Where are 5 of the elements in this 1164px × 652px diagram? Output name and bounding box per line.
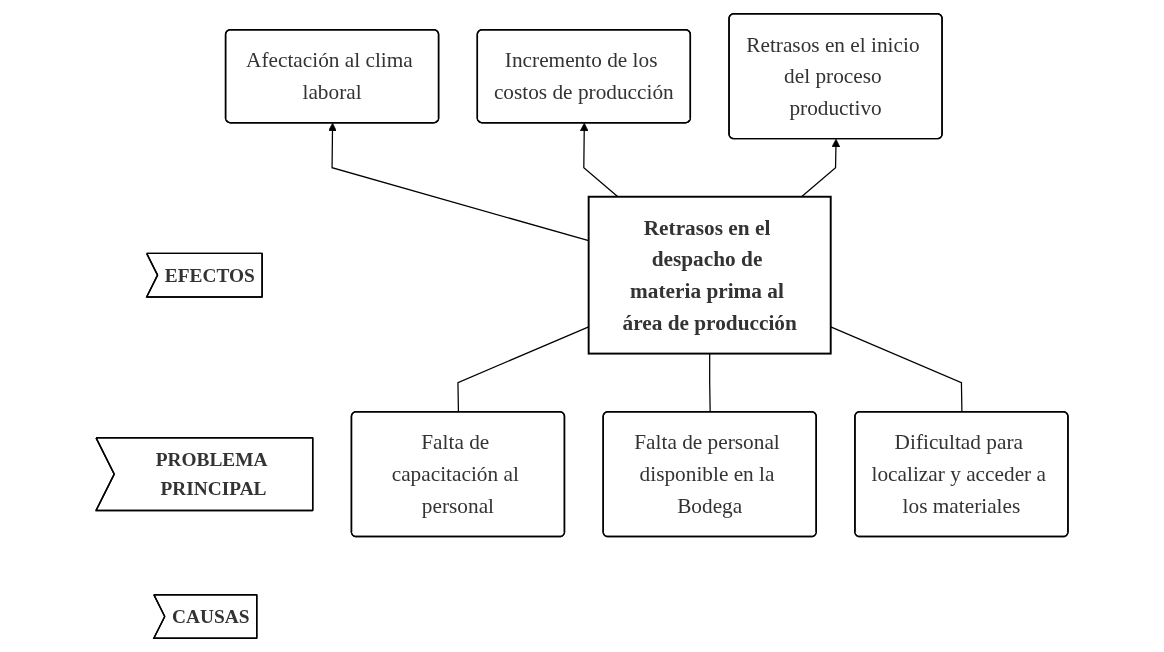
arrow [579,122,619,198]
node-box: Retrasos en el despacho de materia prima al área de producción [587,195,832,355]
connector [830,326,963,413]
arrow [800,138,841,198]
connector [709,352,711,413]
